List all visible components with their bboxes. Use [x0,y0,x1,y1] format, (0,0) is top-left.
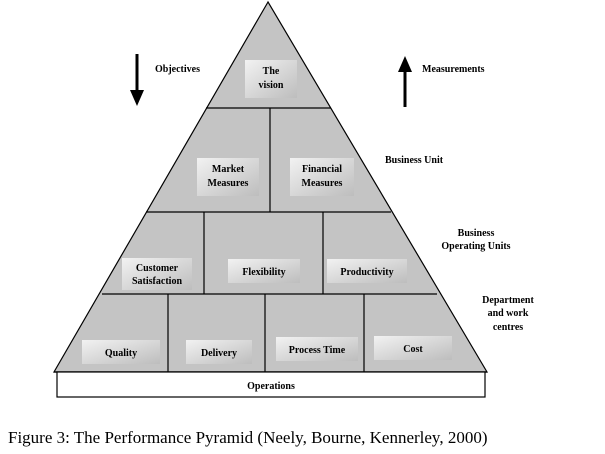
department-line-2: and work [488,308,529,319]
box-the-vision: The vision [245,60,297,98]
delivery-label: Delivery [201,348,237,359]
customer-satisfaction-line-2: Satisfaction [132,276,182,287]
business-operating-units-line-2: Operating Units [441,241,510,252]
objectives-arrow-down-icon [130,54,144,106]
department-line-1: Department [482,295,534,306]
box-quality: Quality [82,340,160,364]
operations-label: Operations [247,381,295,392]
measurements-label: Measurements [422,64,485,75]
box-productivity: Productivity [327,259,407,283]
financial-measures-line-1: Financial [302,164,342,175]
quality-label: Quality [105,348,137,359]
the-vision-line-2: vision [258,80,283,91]
box-market-measures: Market Measures [197,158,259,196]
flexibility-label: Flexibility [242,267,285,278]
the-vision-line-1: The [263,66,280,77]
market-measures-line-2: Measures [208,178,249,189]
figure-caption: Figure 3: The Performance Pyramid (Neely… [8,428,487,447]
productivity-label: Productivity [340,267,393,278]
financial-measures-line-2: Measures [302,178,343,189]
cost-label: Cost [403,344,423,355]
measurements-arrow-up-icon [398,56,412,107]
objectives-label: Objectives [155,64,200,75]
operations-bar [56,371,486,398]
box-financial-measures: Financial Measures [290,158,354,196]
box-delivery: Delivery [186,340,252,364]
business-unit-label: Business Unit [385,155,444,166]
process-time-label: Process Time [289,345,346,356]
market-measures-line-1: Market [212,164,245,175]
box-flexibility: Flexibility [228,259,300,283]
department-line-3: centres [493,322,523,333]
box-cost: Cost [374,336,452,360]
customer-satisfaction-line-1: Customer [136,263,179,274]
box-customer-satisfaction: Customer Satisfaction [122,258,192,290]
business-operating-units-line-1: Business [458,228,495,239]
box-process-time: Process Time [276,337,358,361]
